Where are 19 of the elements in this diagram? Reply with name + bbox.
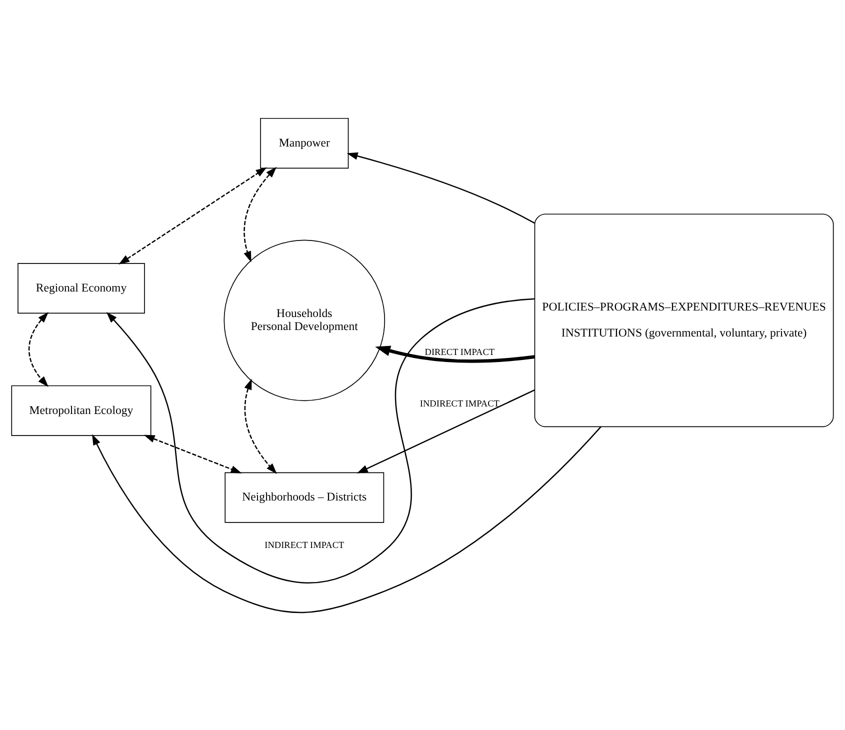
node-box: Regional Economy <box>18 262 145 314</box>
arrow <box>346 152 535 224</box>
node-box: Neighborhoods – Districts <box>224 472 384 522</box>
node-box: Metropolitan Ecology <box>11 384 152 436</box>
arrow <box>118 166 267 264</box>
arrow <box>144 434 242 473</box>
arrow <box>244 166 277 262</box>
arrow <box>106 298 534 583</box>
arrow <box>92 426 602 612</box>
edge-label: DIRECT IMPACT <box>424 347 495 358</box>
arrow <box>375 345 535 362</box>
node-circle: Households Personal Development <box>224 239 386 401</box>
edge-label: INDIRECT IMPACT <box>420 398 500 409</box>
node-box: POLICIES–PROGRAMS–EXPENDITURES–REVENUES INSTITUTIONS (governmental, voluntary, private) <box>534 213 834 427</box>
node-box: Manpower <box>260 117 349 168</box>
edge-label: INDIRECT IMPACT <box>264 540 344 550</box>
arrow <box>356 388 535 473</box>
arrow <box>244 378 277 474</box>
arrow <box>28 312 49 386</box>
